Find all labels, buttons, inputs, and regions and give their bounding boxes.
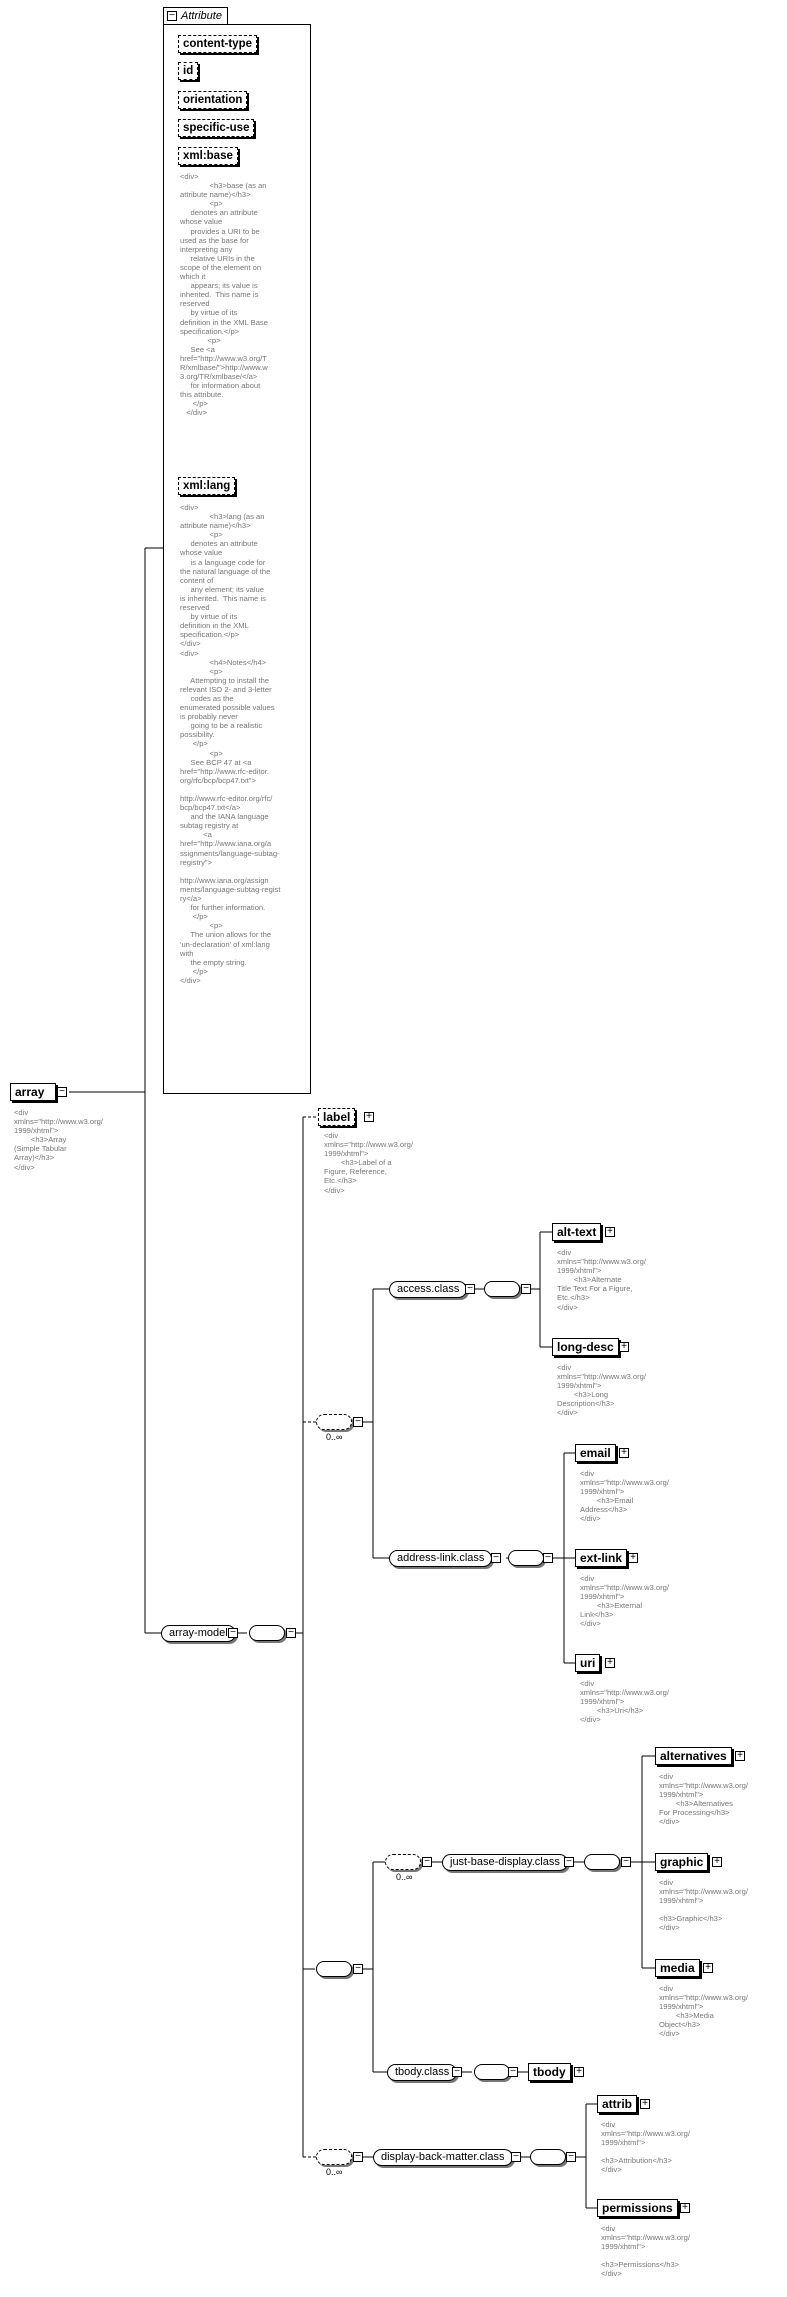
expand-icon[interactable]: + [619,1448,629,1458]
attribute-id[interactable]: id [178,62,199,80]
attribute-specific-use[interactable]: specific-use [178,119,255,137]
alternatives-doc: <div xmlns="http://www.w3.org/ 1999/xhtm… [659,1772,749,1827]
collapse-icon[interactable]: − [353,2152,363,2162]
collapse-icon[interactable]: − [491,1553,501,1563]
expand-icon[interactable]: + [605,1658,615,1668]
xml-lang-doc: <div> <h3>lang (as an attribute name)</h… [180,503,281,985]
collapse-icon[interactable]: − [543,1553,553,1563]
collapse-icon[interactable]: − [521,1284,531,1294]
expand-icon[interactable]: + [703,1963,713,1973]
choice-compositor-icon[interactable] [484,1281,520,1297]
collapse-icon[interactable]: − [511,2152,521,2162]
collapse-icon[interactable]: − [353,1964,363,1974]
attrib-doc: <div xmlns="http://www.w3.org/ 1999/xhtm… [601,2120,691,2175]
graphic-doc: <div xmlns="http://www.w3.org/ 1999/xhtm… [659,1878,749,1933]
expand-icon[interactable]: − [57,1087,67,1097]
label-doc: <div xmlns="http://www.w3.org/ 1999/xhtm… [324,1131,414,1195]
choice-compositor-icon[interactable] [385,1854,421,1870]
element-ext-link[interactable]: ext-link [575,1549,628,1567]
element-alternatives[interactable]: alternatives [655,1747,732,1765]
occurrence-label: 0..∞ [326,1432,343,1442]
collapse-icon[interactable]: − [167,11,177,21]
choice-compositor-icon[interactable] [474,2064,510,2080]
attribute-xml-base[interactable]: xml:base [178,147,238,165]
choice-compositor-icon[interactable] [316,1414,352,1430]
attribute-group-box [163,24,311,1094]
group-address-link-class[interactable]: address-link.class [389,1550,493,1567]
collapse-icon[interactable]: − [353,1417,363,1427]
expand-icon[interactable]: + [640,2099,650,2109]
group-array-model[interactable]: array-model [161,1625,236,1642]
element-uri[interactable]: uri [575,1654,601,1672]
element-graphic[interactable]: graphic [655,1853,709,1871]
element-label[interactable]: label [318,1108,356,1126]
xml-base-doc: <div> <h3>base (as an attribute name)</h… [180,172,268,418]
attribute-orientation[interactable]: orientation [178,91,248,109]
expand-icon[interactable]: + [619,1342,629,1352]
collapse-icon[interactable]: − [422,1857,432,1867]
collapse-icon[interactable]: − [508,2067,518,2077]
sequence-compositor-icon[interactable] [249,1625,285,1641]
element-alt-text[interactable]: alt-text [552,1223,602,1241]
root-element-label: array [15,1085,45,1099]
email-doc: <div xmlns="http://www.w3.org/ 1999/xhtm… [580,1469,670,1524]
element-email[interactable]: email [575,1444,616,1462]
choice-compositor-icon[interactable] [316,1961,352,1977]
uri-doc: <div xmlns="http://www.w3.org/ 1999/xhtm… [580,1679,670,1725]
occurrence-label: 0..∞ [396,1872,413,1882]
collapse-icon[interactable]: − [621,1857,631,1867]
attribute-group-tab[interactable]: − Attribute [163,7,228,24]
group-display-back-matter-class[interactable]: display-back-matter.class [373,2149,513,2166]
group-just-base-display-class[interactable]: just-base-display.class [442,1854,568,1871]
collapse-icon[interactable]: − [452,2067,462,2077]
expand-icon[interactable]: + [680,2203,690,2213]
group-access-class[interactable]: access.class [389,1281,468,1298]
collapse-icon[interactable]: − [465,1284,475,1294]
expand-icon[interactable]: + [574,2067,584,2077]
collapse-icon[interactable]: − [564,1857,574,1867]
element-attrib[interactable]: attrib [597,2095,637,2113]
occurrence-label: 0..∞ [326,2167,343,2177]
permissions-doc: <div xmlns="http://www.w3.org/ 1999/xhtm… [601,2224,691,2279]
expand-icon[interactable]: + [628,1553,638,1563]
long-desc-doc: <div xmlns="http://www.w3.org/ 1999/xhtm… [557,1363,647,1418]
element-media[interactable]: media [655,1959,700,1977]
expand-icon[interactable]: + [712,1857,722,1867]
attribute-group-title: Attribute [181,10,222,22]
collapse-icon[interactable]: − [286,1628,296,1638]
root-element-array[interactable]: array [10,1083,56,1101]
root-doc: <div xmlns="http://www.w3.org/ 1999/xhtm… [14,1108,104,1172]
collapse-icon[interactable]: − [566,2152,576,2162]
choice-compositor-icon[interactable] [316,2149,352,2165]
element-long-desc[interactable]: long-desc [552,1338,619,1356]
choice-compositor-icon[interactable] [508,1550,544,1566]
expand-icon[interactable]: + [735,1751,745,1761]
alt-text-doc: <div xmlns="http://www.w3.org/ 1999/xhtm… [557,1248,647,1312]
choice-compositor-icon[interactable] [584,1854,620,1870]
element-permissions[interactable]: permissions [597,2199,678,2217]
ext-link-doc: <div xmlns="http://www.w3.org/ 1999/xhtm… [580,1574,670,1629]
group-tbody-class[interactable]: tbody.class [387,2064,458,2081]
attribute-content-type[interactable]: content-type [178,35,257,53]
collapse-icon[interactable]: − [228,1628,238,1638]
element-tbody[interactable]: tbody [528,2063,571,2081]
media-doc: <div xmlns="http://www.w3.org/ 1999/xhtm… [659,1984,749,2039]
expand-icon[interactable]: + [605,1227,615,1237]
choice-compositor-icon[interactable] [530,2149,566,2165]
attribute-xml-lang[interactable]: xml:lang [178,477,236,495]
expand-icon[interactable]: + [364,1112,374,1122]
